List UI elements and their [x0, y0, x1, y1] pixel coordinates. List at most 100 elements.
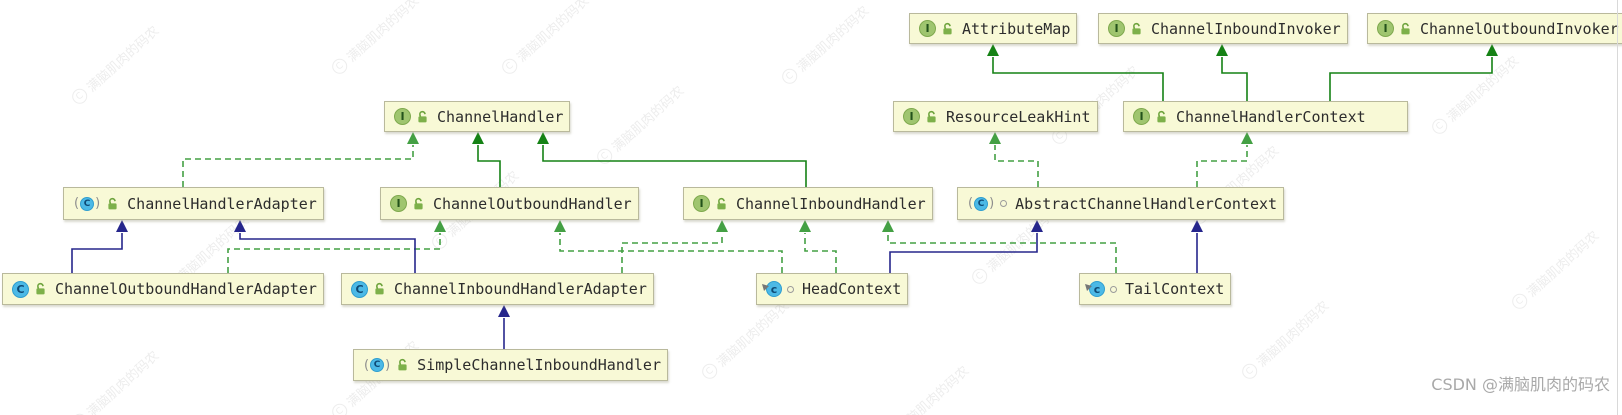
diagram-node-channel-inbound-handler[interactable]: I ChannelInboundHandler	[683, 187, 933, 220]
public-lock-icon	[106, 197, 119, 211]
edge-arrowhead-icon	[882, 220, 894, 232]
node-icons: C	[12, 280, 47, 298]
node-label: ChannelInboundInvoker	[1151, 19, 1341, 38]
public-lock-icon	[396, 358, 409, 372]
inner-class-marker-icon	[1085, 278, 1093, 296]
watermark-credit: CSDN @满脑肌肉的码农	[1431, 375, 1610, 394]
node-label: ChannelInboundHandler	[736, 194, 926, 213]
diagram-node-channel-outbound-handler[interactable]: I ChannelOutboundHandler	[380, 187, 639, 220]
edge-implements-abstract-channel-handler-context-to-resource-leak-hint	[994, 145, 1039, 187]
package-private-icon	[787, 285, 794, 293]
diagram-node-simple-channel-inbound-handler[interactable]: (C) SimpleChannelInboundHandler	[353, 349, 668, 381]
watermark-logo-icon: C	[1239, 360, 1261, 382]
diagram-node-resource-leak-hint[interactable]: I ResourceLeakHint	[893, 101, 1098, 132]
edge-arrowhead-icon	[987, 44, 999, 56]
edge-extends-interface-channel-inbound-handler-to-channel-handler	[542, 145, 807, 187]
node-icons: I	[1133, 108, 1168, 125]
watermark-logo-icon: C	[779, 65, 801, 87]
abstract-class-icon: (C)	[364, 357, 391, 373]
node-label: ChannelHandlerContext	[1176, 107, 1366, 126]
interface-icon: I	[390, 195, 407, 212]
edge-arrowhead-icon	[234, 220, 246, 232]
interface-icon: I	[919, 20, 936, 37]
class-icon: C	[80, 196, 95, 211]
public-lock-icon	[941, 22, 954, 36]
edge-extends-interface-channel-outbound-handler-to-channel-handler	[477, 145, 501, 187]
node-icons: (C)	[967, 196, 1008, 211]
edge-arrowhead-icon	[1031, 220, 1043, 232]
class-icon: C	[351, 280, 368, 298]
watermark-logo-icon: C	[69, 85, 91, 107]
edge-arrowhead-icon	[799, 220, 811, 232]
public-lock-icon	[416, 110, 429, 124]
interface-icon: I	[1133, 108, 1150, 125]
node-label: ChannelInboundHandlerAdapter	[394, 280, 647, 298]
public-lock-icon	[373, 282, 386, 296]
node-icons: I	[1377, 20, 1412, 37]
node-icons: I	[394, 108, 429, 125]
edge-extends-interface-channel-handler-context-to-channel-inbound-invoker	[1221, 57, 1248, 101]
public-lock-icon	[715, 197, 728, 211]
watermark-logo-icon: C	[1509, 290, 1531, 312]
edge-arrowhead-icon	[407, 132, 419, 144]
package-private-icon	[1000, 200, 1008, 207]
interface-icon: I	[903, 108, 920, 125]
node-icons: I	[693, 195, 728, 212]
interface-icon: I	[1377, 20, 1394, 37]
edge-arrowhead-icon	[498, 305, 510, 317]
package-private-icon	[1110, 285, 1117, 293]
edge-arrowhead-icon	[989, 132, 1001, 144]
class-icon: c	[766, 281, 782, 297]
node-label: ResourceLeakHint	[946, 107, 1091, 126]
node-icons: I	[1108, 20, 1143, 37]
edge-arrowhead-icon	[716, 220, 728, 232]
diagram-node-channel-handler-context[interactable]: I ChannelHandlerContext	[1123, 101, 1408, 132]
node-label: ChannelOutboundHandler	[433, 194, 632, 213]
class-icon: c	[1089, 281, 1105, 297]
node-icons: I	[903, 108, 938, 125]
node-icons: (C)	[73, 196, 119, 211]
diagram-node-channel-inbound-invoker[interactable]: I ChannelInboundInvoker	[1098, 13, 1348, 44]
edge-implements-head-context-to-channel-inbound-handler	[804, 233, 837, 273]
edge-extends-class-channel-outbound-handler-adapter-to-channel-handler-adapter	[71, 233, 123, 273]
edge-extends-class-head-context-to-abstract-channel-handler-context	[889, 233, 1038, 273]
public-lock-icon	[1399, 22, 1412, 36]
diagram-node-attribute-map[interactable]: I AttributeMap	[909, 13, 1078, 44]
interface-icon: I	[394, 108, 411, 125]
diagram-node-channel-handler-adapter[interactable]: (C)ChannelHandlerAdapter	[63, 187, 324, 220]
abstract-class-icon: (C)	[74, 196, 101, 211]
node-label: AttributeMap	[962, 19, 1071, 38]
inner-class-marker-icon	[762, 278, 770, 296]
diagram-node-channel-inbound-handler-adapter[interactable]: C ChannelInboundHandlerAdapter	[341, 273, 654, 305]
right-edge-line	[1617, 0, 1618, 415]
node-label: AbstractChannelHandlerContext	[1015, 194, 1278, 213]
edge-extends-interface-channel-handler-context-to-attribute-map	[992, 57, 1164, 101]
watermark-logo-icon: C	[969, 265, 991, 287]
node-icons: c	[762, 281, 794, 297]
edge-implements-channel-outbound-handler-adapter-to-channel-outbound-handler	[227, 233, 441, 273]
node-label: SimpleChannelInboundHandler	[417, 356, 661, 374]
edge-arrowhead-icon	[116, 220, 128, 232]
edge-arrowhead-icon	[1191, 220, 1203, 232]
edge-arrowhead-icon	[1216, 44, 1228, 56]
watermark-logo-icon: C	[329, 400, 351, 415]
inner-class-icon: c	[762, 281, 782, 297]
interface-icon: I	[693, 195, 710, 212]
inner-class-icon: c	[1085, 281, 1105, 297]
diagram-node-abstract-channel-handler-context[interactable]: (C) AbstractChannelHandlerContext	[957, 187, 1285, 220]
watermark-logo-icon: C	[1429, 115, 1451, 137]
public-lock-icon	[1155, 110, 1168, 124]
